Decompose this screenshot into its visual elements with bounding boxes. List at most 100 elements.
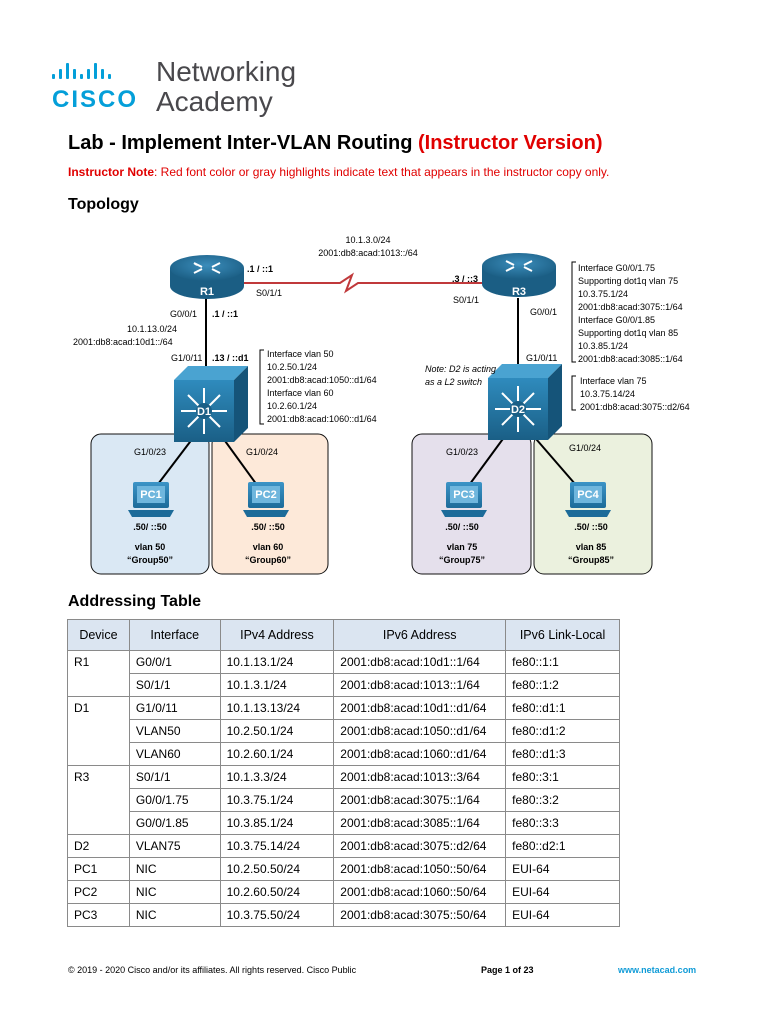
- router-r3-icon: [482, 253, 556, 297]
- d1-g1024-label: G1/0/24: [246, 447, 278, 457]
- pc4-addr: .50/ ::50: [574, 522, 608, 532]
- switch-d2-icon: [488, 364, 562, 440]
- r3-serial-if: S0/1/1: [453, 295, 479, 305]
- r1-d1-net-v6: 2001:db8:acad:10d1::/64: [73, 337, 173, 347]
- r1-serial-addr: .1 / ::1: [247, 264, 273, 274]
- pc4-label: PC4: [577, 489, 599, 501]
- pc2-vlan: vlan 60: [253, 542, 284, 552]
- link-local-cell: fe80::1:1: [505, 650, 620, 674]
- device-cell: D1: [67, 696, 130, 766]
- ipv6-cell: 2001:db8:acad:10d1::1/64: [333, 650, 507, 674]
- table-row: PC2 NIC 10.2.60.50/24 2001:db8:acad:1060…: [67, 880, 620, 904]
- pc4-group: “Group85”: [568, 555, 614, 565]
- cisco-wordmark: CISCO: [52, 86, 139, 113]
- d1-info-bracket: [259, 349, 264, 425]
- brand-name-line1: Networking: [156, 56, 297, 87]
- interface-cell: VLAN60: [128, 742, 221, 766]
- interface-cell: S0/1/1: [128, 765, 221, 789]
- table-row: D1 G1/0/11 10.1.13.13/24 2001:db8:acad:1…: [67, 696, 620, 766]
- ipv4-cell: 10.3.75.14/24: [219, 834, 335, 858]
- table-row: VLAN50 10.2.50.1/24 2001:db8:acad:1050::…: [68, 719, 620, 743]
- ipv4-cell: 10.2.60.1/24: [219, 742, 335, 766]
- cisco-networking-academy-logo: CISCO Networking Academy: [52, 56, 312, 117]
- column-header: IPv6 Link-Local: [505, 619, 620, 651]
- interface-cell: G0/0/1: [128, 650, 221, 674]
- ipv6-cell: 2001:db8:acad:3085::1/64: [333, 811, 507, 835]
- r3-g001-if: G0/0/1: [530, 307, 557, 317]
- addressing-table: Device Interface IPv4 Address IPv6 Addre…: [67, 619, 620, 927]
- r3-info-line: Supporting dot1q vlan 75: [578, 276, 678, 286]
- serial-net-v4: 10.1.3.0/24: [345, 235, 390, 245]
- d2-note-line2: as a L2 switch: [425, 377, 482, 387]
- device-cell: R3: [67, 765, 130, 835]
- d1-info-line: Interface vlan 50: [267, 349, 334, 359]
- ipv6-cell: 2001:db8:acad:3075::1/64: [333, 788, 507, 812]
- ipv4-cell: 10.3.85.1/24: [219, 811, 335, 835]
- ipv4-cell: 10.2.60.50/24: [219, 880, 335, 904]
- pc2-label: PC2: [255, 489, 276, 501]
- r3-info-line: Interface G0/0/1.75: [578, 263, 655, 273]
- r3-label: R3: [512, 286, 526, 298]
- d1-info: Interface vlan 50 10.2.50.1/24 2001:db8:…: [267, 349, 377, 424]
- d1-label: D1: [197, 406, 211, 418]
- ipv4-cell: 10.1.13.13/24: [219, 696, 335, 720]
- footer-page-number: Page 1 of 23: [481, 965, 534, 975]
- link-local-cell: fe80::1:2: [505, 673, 620, 697]
- table-row: PC1 NIC 10.2.50.50/24 2001:db8:acad:1050…: [67, 857, 620, 881]
- ipv6-cell: 2001:db8:acad:1013::3/64: [333, 765, 507, 789]
- d2-info-line: 10.3.75.14/24: [580, 389, 635, 399]
- r3-info-line: 10.3.75.1/24: [578, 289, 628, 299]
- r3-serial-addr: .3 / ::3: [452, 274, 478, 284]
- link-local-cell: EUI-64: [505, 857, 620, 881]
- router-r1-icon: [170, 255, 244, 299]
- lab-title-main: Lab - Implement Inter-VLAN Routing: [68, 132, 413, 154]
- d2-info-bracket: [571, 375, 576, 411]
- pc2-group: “Group60”: [245, 555, 291, 565]
- ipv4-cell: 10.1.13.1/24: [219, 650, 335, 674]
- serial-net-v6: 2001:db8:acad:1013::/64: [318, 248, 418, 258]
- link-local-cell: fe80::d1:1: [505, 696, 620, 720]
- table-row: R3 S0/1/1 10.1.3.3/24 2001:db8:acad:1013…: [67, 765, 620, 835]
- table-row: D2 VLAN75 10.3.75.14/24 2001:db8:acad:30…: [67, 834, 620, 858]
- ipv6-cell: 2001:db8:acad:1060::d1/64: [333, 742, 507, 766]
- ipv4-cell: 10.3.75.50/24: [219, 903, 335, 927]
- topology-diagram: R1 R3 D1: [73, 235, 690, 575]
- pc4-icon: [565, 482, 611, 517]
- pc4-vlan: vlan 85: [576, 542, 607, 552]
- pc1-vlan: vlan 50: [135, 542, 166, 552]
- pc3-icon: [441, 482, 487, 517]
- table-row: G0/0/1.75 10.3.75.1/24 2001:db8:acad:307…: [68, 788, 620, 812]
- device-cell: R1: [67, 650, 130, 697]
- pc3-addr: .50/ ::50: [445, 522, 479, 532]
- d1-up-addr: .13 / ::d1: [212, 353, 249, 363]
- footer-netacad-link[interactable]: www.netacad.com: [618, 965, 697, 975]
- interface-cell: G1/0/11: [128, 696, 221, 720]
- pc3-group: “Group75”: [439, 555, 485, 565]
- serial-link-r1-r3: [240, 272, 490, 294]
- column-header: IPv6 Address: [333, 619, 507, 651]
- link-local-cell: fe80::d1:3: [505, 742, 620, 766]
- d1-info-line: 2001:db8:acad:1050::d1/64: [267, 375, 377, 385]
- instructor-note: Instructor Note: Red font color or gray …: [68, 165, 609, 179]
- device-cell: PC2: [67, 880, 130, 904]
- d2-up-if: G1/0/11: [526, 353, 557, 363]
- interface-cell: G0/0/1.85: [128, 811, 221, 835]
- r3-info-bracket: [571, 261, 576, 363]
- r1-g001-addr: .1 / ::1: [212, 309, 238, 319]
- r1-d1-net-v4: 10.1.13.0/24: [127, 324, 177, 334]
- switch-d1-icon: [174, 366, 248, 442]
- r3-info-line: 2001:db8:acad:3075::1/64: [578, 302, 683, 312]
- pc1-addr: .50/ ::50: [133, 522, 167, 532]
- interface-cell: NIC: [128, 880, 221, 904]
- d2-g1023-label: G1/0/23: [446, 447, 478, 457]
- interface-cell: VLAN75: [128, 834, 221, 858]
- r3-info-line: Supporting dot1q vlan 85: [578, 328, 678, 338]
- link-local-cell: fe80::3:2: [505, 788, 620, 812]
- table-row: R1 G0/0/1 10.1.13.1/24 2001:db8:acad:10d…: [67, 650, 620, 697]
- brand-name-line2: Academy: [156, 86, 273, 117]
- table-row: S0/1/1 10.1.3.1/24 2001:db8:acad:1013::1…: [68, 673, 620, 697]
- column-header: Interface: [128, 619, 221, 651]
- lab-title: Lab - Implement Inter-VLAN Routing (Inst…: [68, 132, 602, 155]
- r1-label: R1: [200, 286, 214, 298]
- d2-note-line1: Note: D2 is acting: [425, 364, 496, 374]
